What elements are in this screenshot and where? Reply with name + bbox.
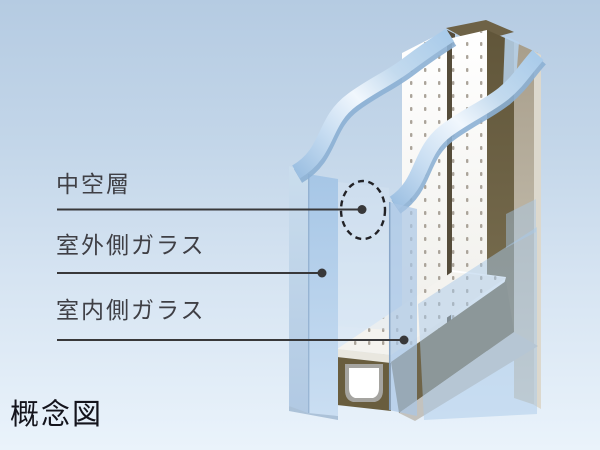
outdoor-glass-cut-face [308,174,338,416]
leader-dot-indoor-glass [399,335,409,345]
air-layer-dashed-ellipse [339,179,387,241]
leader-dot-air-layer [357,205,367,214]
indoor-glass-wavy-edge [389,49,544,210]
label-outdoor-glass: 室外側ガラス [56,233,206,258]
leader-dot-outdoor-glass [317,268,327,278]
annotations [57,179,409,345]
outdoor-glass-wavy-edge [291,28,454,179]
label-indoor-glass: 室内側ガラス [56,298,206,323]
indoor-glass-pane [388,49,546,420]
figure-caption: 概念図 [10,399,104,431]
outdoor-glass-pane [289,28,457,420]
air-gap [338,182,389,330]
label-air-layer: 中空層 [56,172,131,197]
